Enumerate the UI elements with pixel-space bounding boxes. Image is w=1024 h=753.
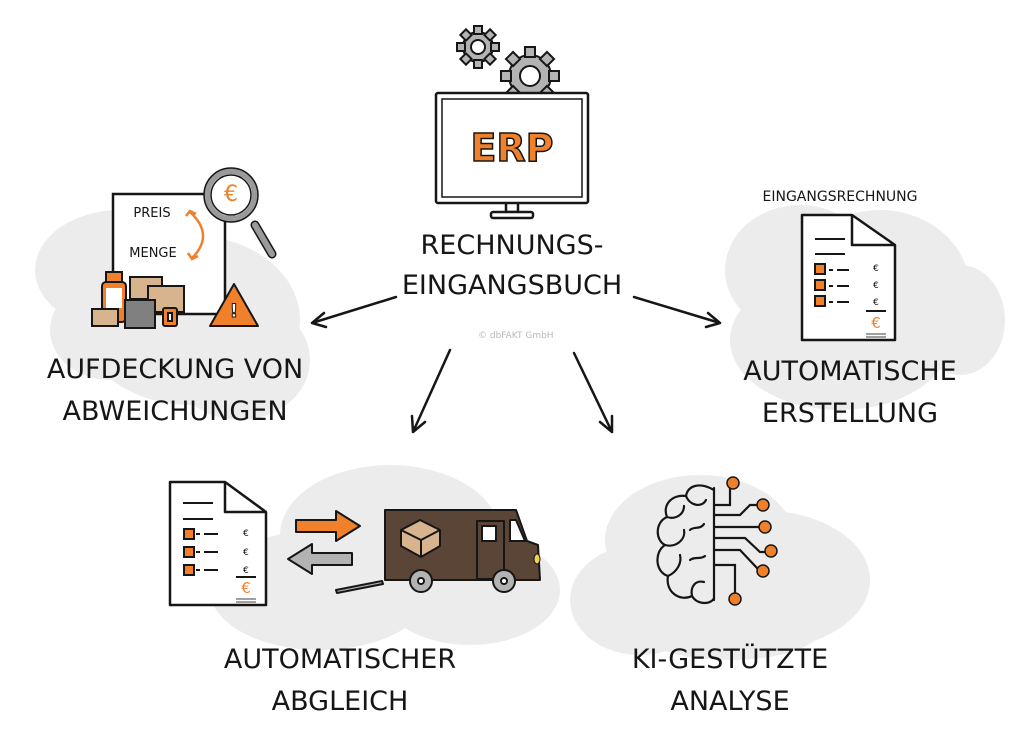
- doc-word-quantity: MENGE: [129, 246, 177, 261]
- node-matching-line1: AUTOMATISCHER: [223, 644, 457, 675]
- swap-arrow-icon: [189, 211, 205, 259]
- svg-text:€: €: [243, 566, 249, 576]
- arrow-to-discrepancies: [310, 295, 398, 329]
- erp-screen-text: ERP: [470, 125, 555, 171]
- invoice-total-euro: €: [871, 314, 881, 332]
- node-discrepancies-line1: AUFDECKUNG VON: [46, 354, 304, 385]
- svg-text:€: €: [873, 298, 879, 308]
- node-creation-line1: AUTOMATISCHE: [743, 356, 957, 387]
- invoice-caption: EINGANGSRECHNUNG: [762, 189, 918, 205]
- arrow-to-creation: [632, 295, 722, 329]
- doc-word-price: PREIS: [133, 206, 171, 221]
- warning-symbol: !: [229, 300, 239, 323]
- svg-text:€: €: [873, 281, 879, 291]
- svg-text:€: €: [243, 548, 249, 558]
- arrow-to-matching: [410, 348, 452, 434]
- center-title-line2: EINGANGSBUCH: [401, 270, 623, 301]
- node-ai-line2: ANALYSE: [670, 686, 790, 717]
- matching-total-euro: €: [241, 579, 251, 597]
- node-discrepancies-line2: ABWEICHUNGEN: [62, 396, 288, 427]
- node-matching-line2: ABGLEICH: [271, 686, 409, 717]
- magnifier-euro: €: [224, 182, 238, 207]
- arrow-to-ai: [572, 351, 614, 434]
- svg-text:€: €: [873, 264, 879, 274]
- center-title-line1: RECHNUNGS-: [420, 230, 604, 261]
- node-creation-line2: ERSTELLUNG: [761, 398, 939, 429]
- svg-text:€: €: [243, 529, 249, 539]
- copyright: © dbFAKT GmbH: [478, 331, 554, 341]
- node-ai-line1: KI-GESTÜTZTE: [631, 644, 829, 675]
